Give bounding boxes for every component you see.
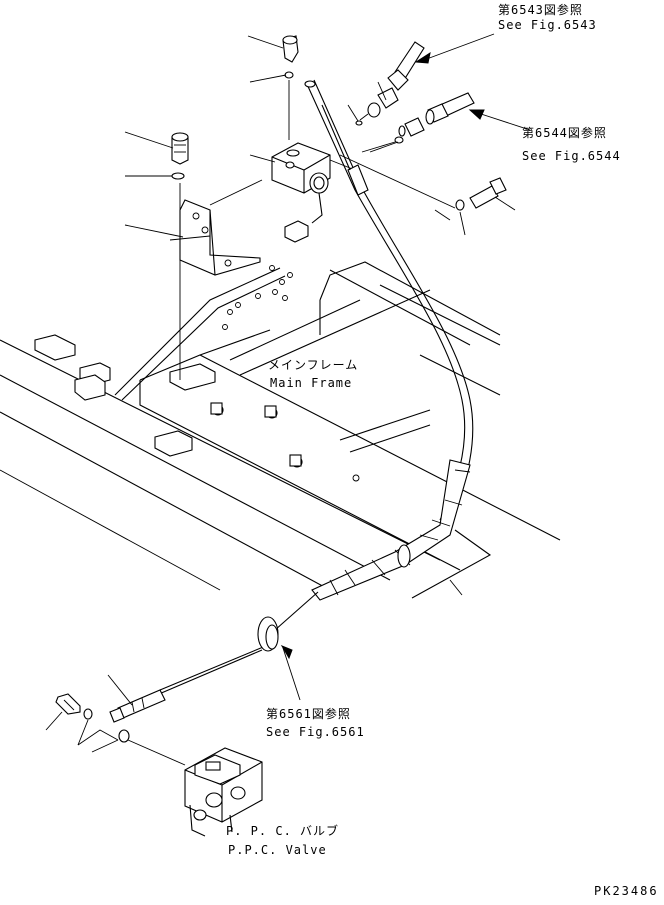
hose-fitting-6543	[355, 41, 425, 126]
ppc-valve-label-jp: P. P. C. バルブ	[226, 824, 340, 838]
ppc-valve-label-en: P.P.C. Valve	[228, 843, 327, 857]
ref-6543-en: See Fig.6543	[498, 18, 597, 32]
main-frame-label-en: Main Frame	[270, 376, 353, 390]
leader-lines	[45, 33, 531, 753]
hose-fitting-6544	[361, 92, 475, 153]
ref-6544-jp: 第6544図参照	[522, 126, 607, 140]
main-frame-label-jp: メインフレーム	[268, 358, 359, 372]
ref-6561-jp: 第6561図参照	[266, 707, 351, 721]
grommet	[257, 616, 301, 701]
spiral-guard	[311, 459, 492, 601]
mounting-bracket	[169, 199, 261, 276]
elbow-fitting-top	[282, 35, 299, 140]
cable-end	[83, 689, 186, 766]
bolt-bracket	[171, 132, 189, 380]
bolt-valve	[55, 693, 81, 715]
ref-6543-jp: 第6543図参照	[498, 3, 583, 17]
ref-6544-en: See Fig.6544	[522, 149, 621, 163]
ref-6561-en: See Fig.6561	[266, 725, 365, 739]
bolt-right	[339, 154, 507, 211]
junction-block	[209, 142, 356, 243]
ppc-valve	[184, 747, 263, 837]
cable-lower	[151, 591, 319, 698]
drawing-code: PK23486	[594, 884, 659, 898]
main-frame	[0, 261, 561, 591]
